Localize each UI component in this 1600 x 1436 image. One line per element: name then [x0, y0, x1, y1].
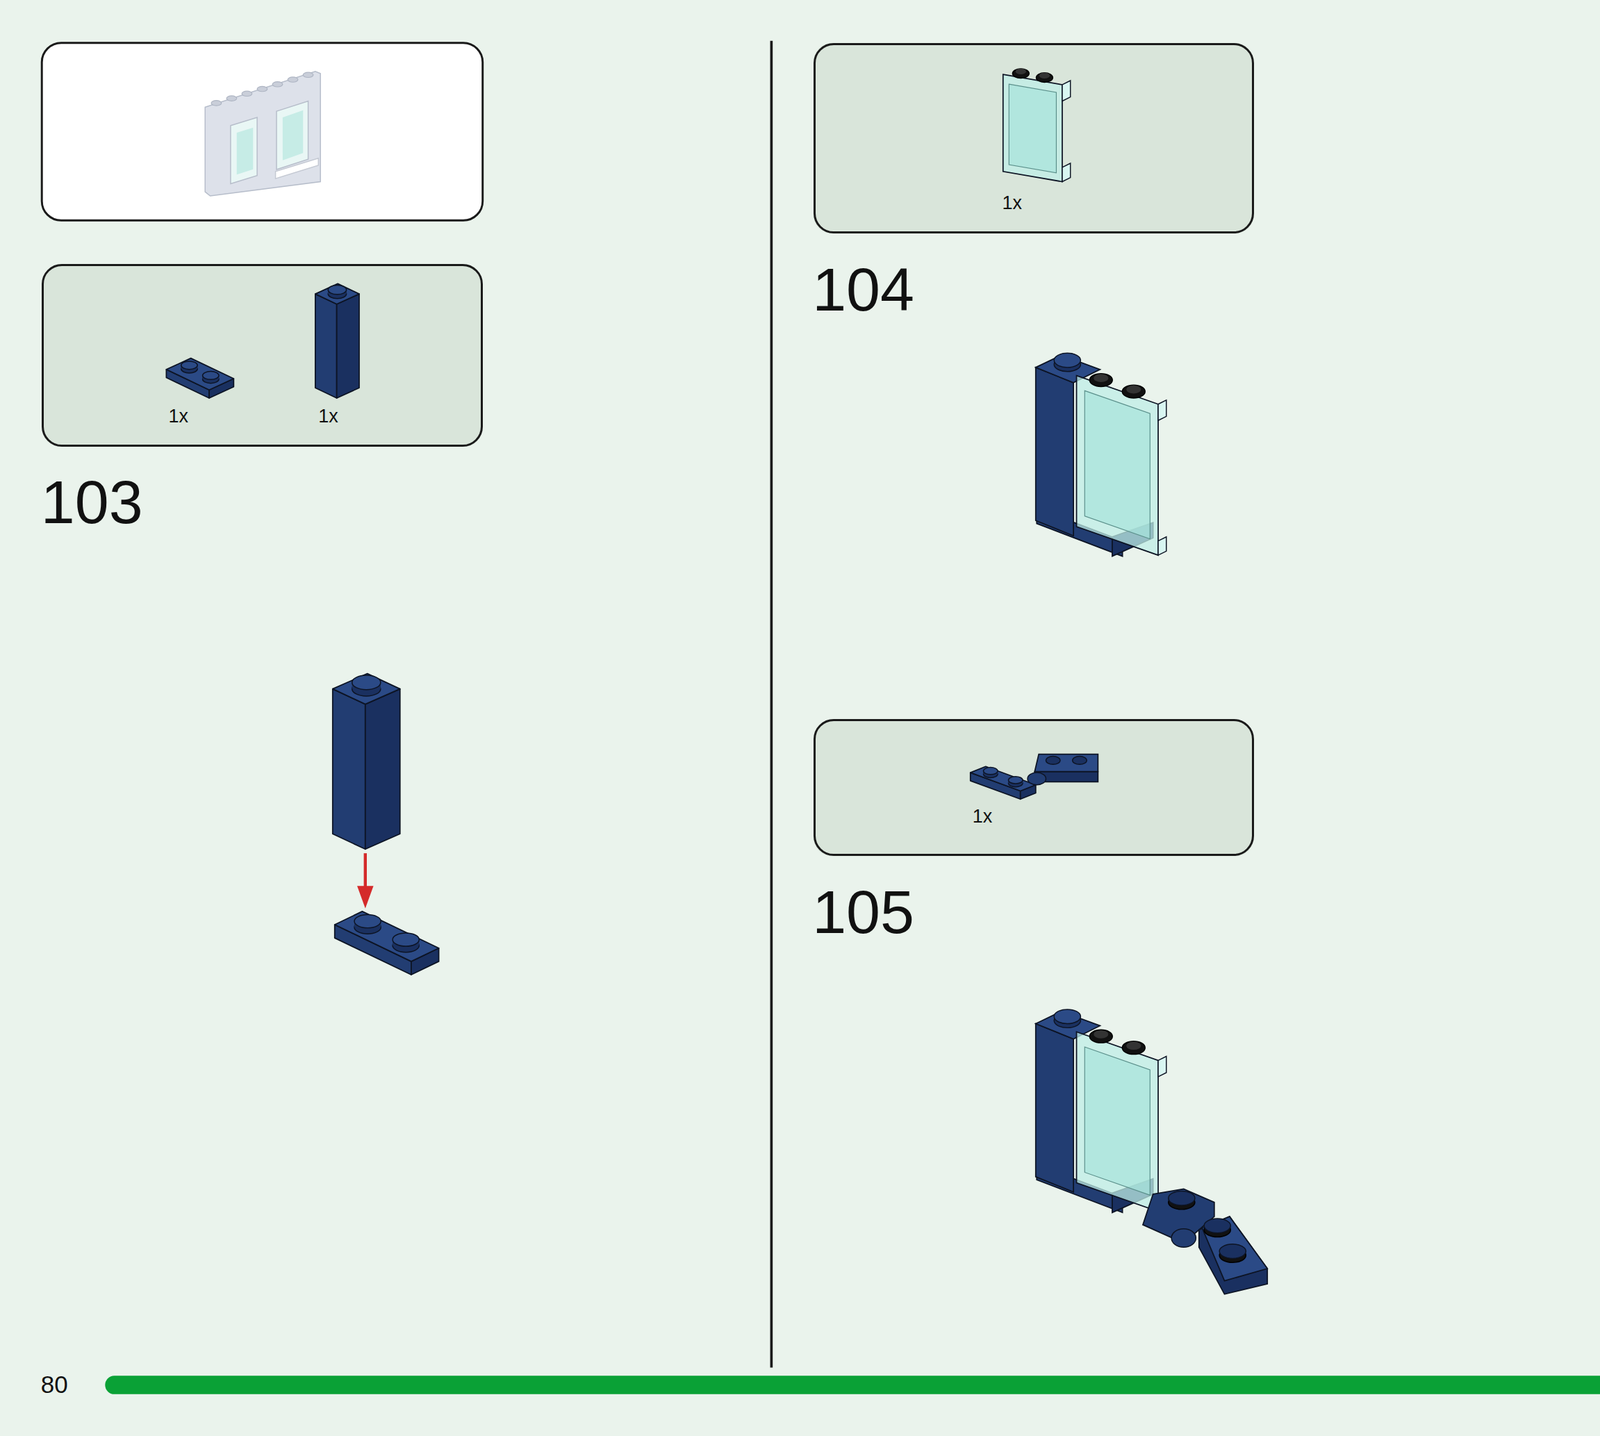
- parts-list-box: 1x: [813, 719, 1255, 856]
- step-105-model: [1035, 1009, 1268, 1295]
- parts-list-box: 1x 1x: [41, 264, 483, 447]
- parts-105: [970, 754, 1099, 800]
- step-number: 105: [812, 881, 915, 943]
- step-103-model: [332, 673, 440, 975]
- step-104-model: [1035, 352, 1167, 556]
- parts-104: [1003, 68, 1071, 183]
- progress-bar: [104, 1375, 1600, 1394]
- parts-panel-fill: [41, 264, 483, 447]
- parts-list-box: 1x: [813, 43, 1255, 235]
- parts-panel-fill: [813, 43, 1255, 235]
- parts-103: [166, 283, 360, 399]
- step-number: 104: [812, 259, 915, 321]
- part-quantity: 1x: [1001, 193, 1022, 213]
- part-quantity: 1x: [168, 407, 189, 426]
- part-quantity: 1x: [972, 807, 993, 827]
- parts-panel-fill: [813, 719, 1255, 857]
- part-quantity: 1x: [318, 407, 339, 426]
- preview-wall: [204, 71, 321, 196]
- page-number: 80: [40, 1372, 69, 1397]
- preview-panel: [41, 43, 483, 221]
- divider: [770, 40, 774, 1368]
- step-number: 103: [40, 471, 144, 533]
